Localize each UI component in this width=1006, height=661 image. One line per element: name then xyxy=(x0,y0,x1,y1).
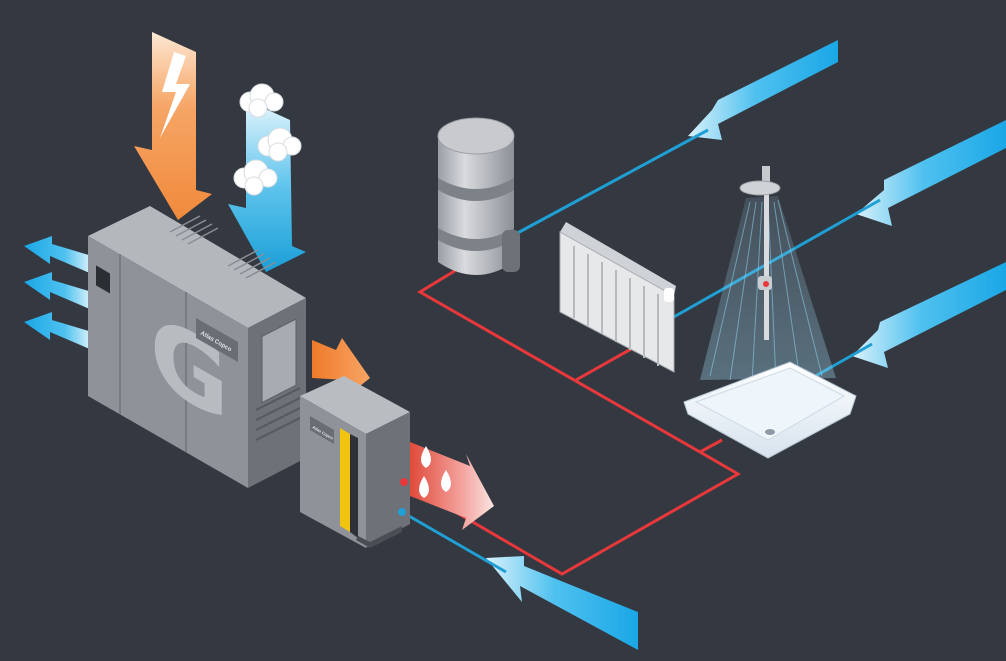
hot-water-output-arrow xyxy=(410,442,494,530)
cold-pipe-to-tank xyxy=(511,128,709,238)
flow-arrow-icon xyxy=(24,272,92,310)
hot-pipe-shower-branch xyxy=(699,438,723,454)
flow-arrow-icon xyxy=(688,40,838,140)
cold-air-arrow-middle xyxy=(856,120,1006,226)
lightning-bolt-icon xyxy=(160,52,190,138)
water-drop-icon xyxy=(421,446,431,468)
flow-arrow-icon xyxy=(24,312,92,350)
radiator-valve-icon xyxy=(664,288,674,302)
cold-air-arrow-top xyxy=(688,40,838,140)
flow-arrow-icon xyxy=(856,120,1006,226)
recovery-unit-accent-stripe xyxy=(340,428,350,532)
hot-outlet-fitting xyxy=(400,478,408,486)
cold-inlet-fitting xyxy=(398,508,406,516)
compressor-window xyxy=(261,318,297,404)
shower-valve-icon xyxy=(763,281,769,287)
cloud-icon xyxy=(233,159,278,196)
shower-head-icon xyxy=(739,166,781,196)
cold-air-arrow-lower xyxy=(852,262,1006,368)
flow-arrow-icon xyxy=(852,262,1006,368)
flow-arrow-icon xyxy=(486,556,638,650)
shower-drain xyxy=(765,429,775,435)
heat-transfer-arrow xyxy=(312,338,370,394)
shower xyxy=(683,166,857,459)
shower-pole xyxy=(764,180,769,340)
air-intake-arrow xyxy=(228,83,306,272)
cold-pipe-to-recovery-unit xyxy=(401,510,507,574)
air-compressor: G Atlas Copco xyxy=(88,206,306,488)
hot-water-tank xyxy=(437,117,520,275)
cloud-icon xyxy=(257,127,302,162)
heat-loss-arrows xyxy=(24,236,92,350)
energy-recovery-unit: Atlas Copco xyxy=(300,376,410,548)
water-drop-icon xyxy=(441,470,451,492)
radiator xyxy=(559,222,676,373)
electrical-energy-arrow xyxy=(134,32,212,220)
flow-arrow-icon xyxy=(24,236,92,274)
water-drop-icon xyxy=(419,476,429,498)
tank-fitting xyxy=(502,230,520,272)
hot-pipe-main xyxy=(403,450,742,576)
compressor-display xyxy=(96,265,110,294)
cloud-icon xyxy=(239,83,284,118)
cold-air-arrow-bottom xyxy=(486,556,638,650)
cold-water-pipes xyxy=(401,128,881,574)
